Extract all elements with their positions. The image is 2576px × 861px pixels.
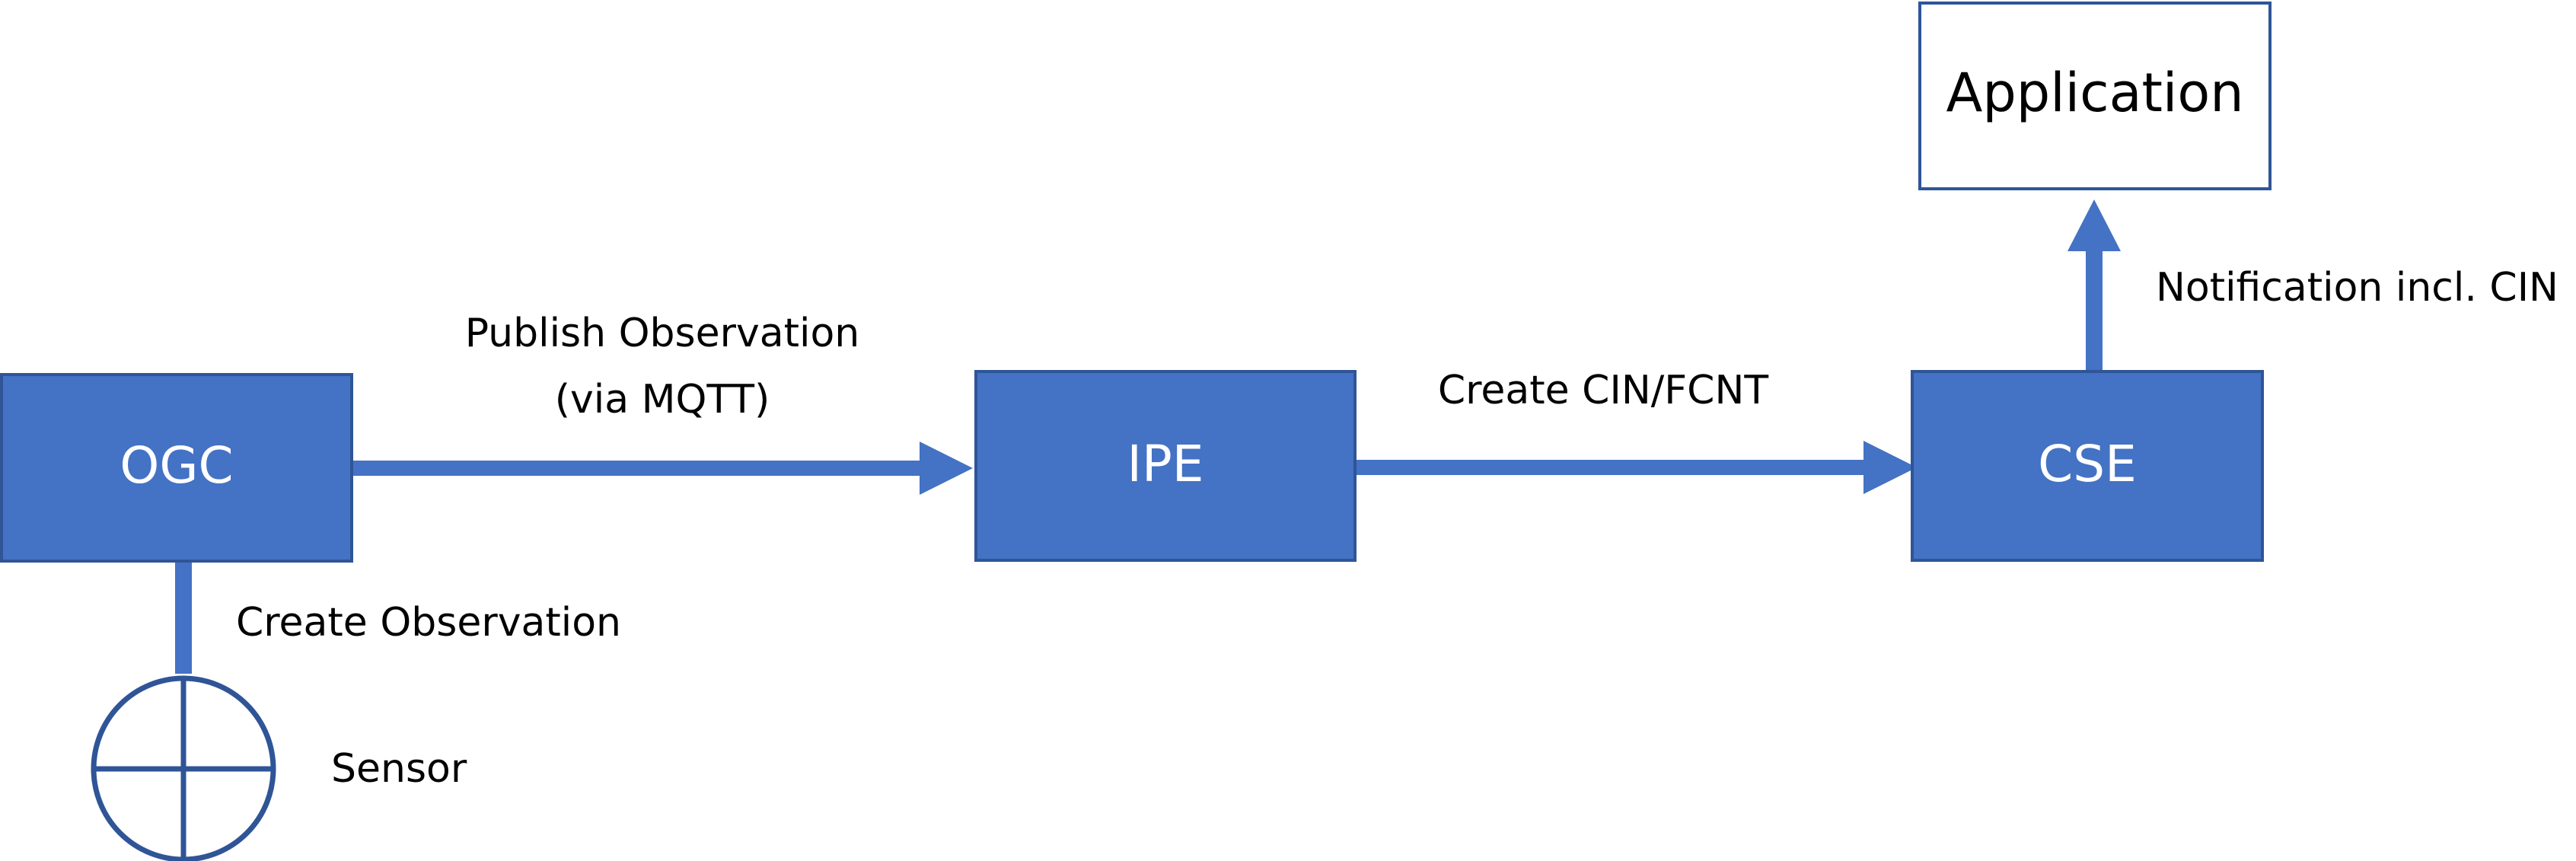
create-cin-fcnt-label: Create CIN/FCNT (1438, 368, 1768, 413)
ipe-node: IPE (974, 370, 1357, 562)
create-observation-label: Create Observation (236, 600, 621, 646)
sensor-label: Sensor (331, 746, 467, 792)
arrow-cse-to-application (2067, 199, 2121, 371)
notification-label: Notification incl. CIN (2156, 265, 2558, 311)
sensor-node (91, 675, 276, 861)
application-node: Application (1918, 2, 2272, 190)
via-mqtt-label: (via MQTT) (555, 377, 770, 423)
sensor-ogc-connector (175, 560, 192, 674)
cse-label: CSE (2038, 435, 2137, 493)
application-label: Application (1946, 62, 2243, 124)
cse-node: CSE (1911, 370, 2264, 562)
arrow-ogc-to-ipe (352, 442, 973, 495)
publish-observation-label: Publish Observation (465, 311, 860, 356)
ogc-label: OGC (120, 436, 233, 495)
ogc-node: OGC (0, 373, 353, 563)
ipe-label: IPE (1127, 435, 1204, 493)
arrow-ipe-to-cse (1355, 441, 1917, 494)
